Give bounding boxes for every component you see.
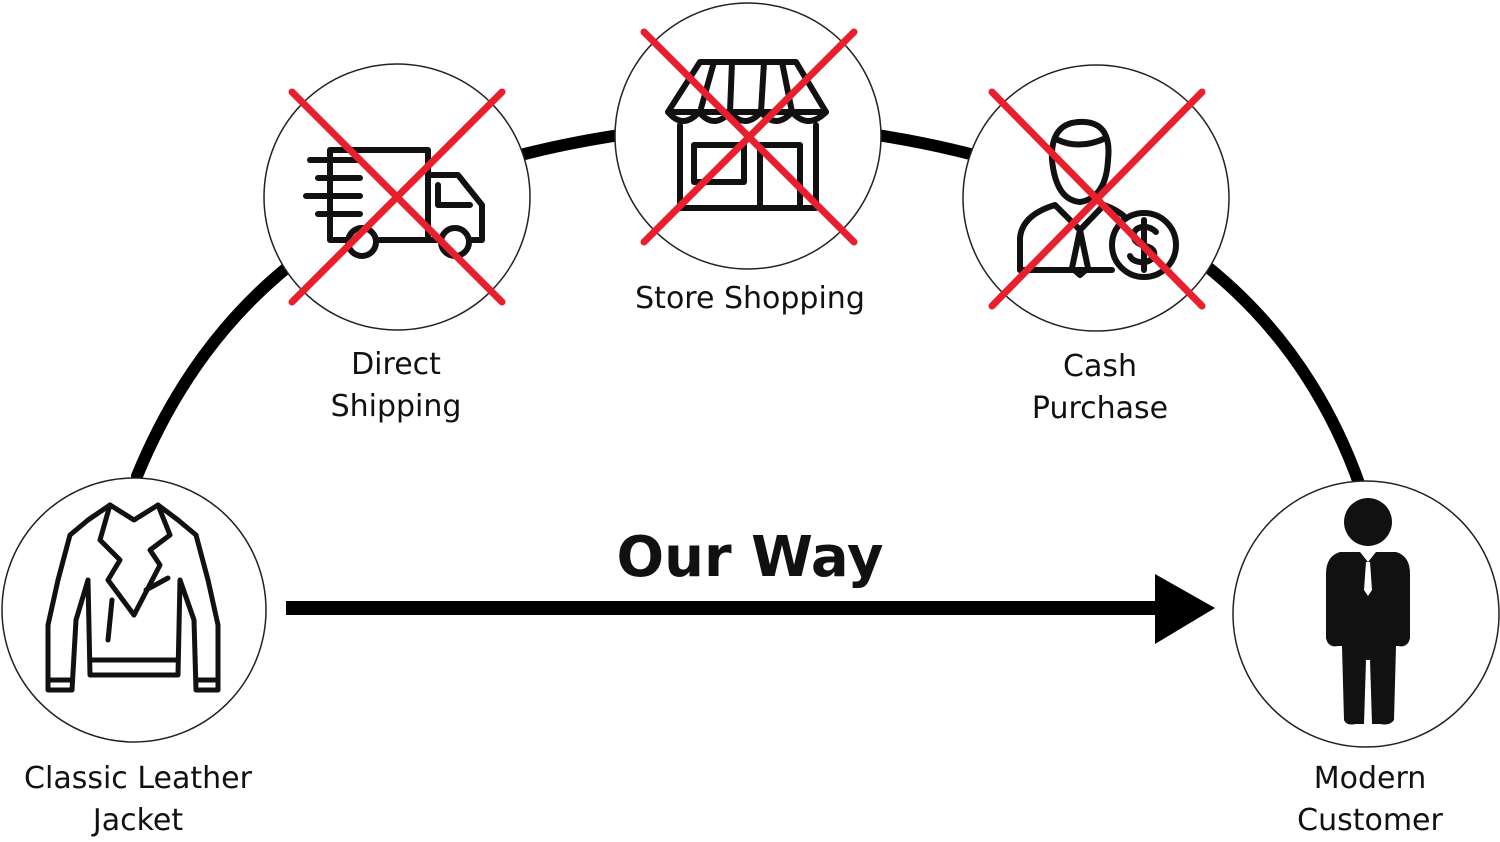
cash-label-line-2: Purchase [1031,391,1169,426]
shipping-label-line-1: Direct [351,347,441,382]
cross-out-mark [988,88,1206,310]
cross-out-mark [640,28,858,246]
shipping-node [263,63,531,331]
cash-label: Cash Purchase [990,346,1210,430]
jacket-node [1,477,267,743]
jacket-label-line-1: Classic Leather [24,761,252,796]
customer-label-line-1: Modern [1313,761,1427,796]
store-node [614,2,882,270]
tie-detail [1360,552,1376,596]
shipping-label-line-2: Shipping [330,389,462,424]
cash-node [962,64,1230,332]
jacket-label-line-2: Jacket [92,803,184,838]
cash-label-line-1: Cash [1063,349,1137,384]
store-label: Store Shopping [635,281,865,316]
shipping-label: Direct Shipping [296,344,496,428]
jacket-label: Classic Leather Jacket [0,758,276,842]
customer-label-line-2: Customer [1297,803,1443,838]
storefront-icon [665,59,829,211]
our-way-arrow [286,574,1215,644]
customer-node [1232,480,1500,748]
cross-out-mark [288,88,506,306]
leather-jacket-icon [45,502,221,693]
customer-label: Modern Customer [1250,758,1490,842]
our-way-title: Our Way [616,525,884,590]
businessman-silhouette-icon [1326,498,1410,725]
